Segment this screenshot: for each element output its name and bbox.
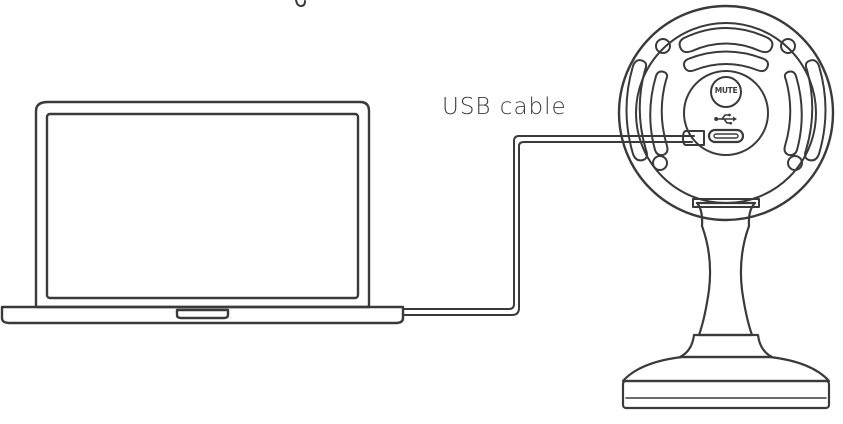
- laptop: [0, 100, 405, 325]
- usb-cable-label: USB cable: [442, 94, 567, 120]
- laptop-lid: [34, 100, 371, 309]
- mute-button[interactable]: [710, 76, 742, 108]
- mic-slot-left-outer: [625, 59, 648, 162]
- mic-slot-right-outer: [804, 59, 827, 162]
- usb-c-port: [707, 128, 745, 144]
- mic-center-panel: [683, 70, 769, 156]
- mic-screw-top-left: [655, 38, 671, 54]
- mic-base: [621, 379, 831, 410]
- mic-collar: [692, 198, 760, 208]
- usb-cable: [402, 130, 705, 316]
- laptop-screen: [45, 112, 360, 300]
- usb-cable-inner: [402, 141, 693, 316]
- top-cropped-mark: [295, 0, 306, 7]
- mic-neck-bottom: [678, 333, 774, 359]
- laptop-notch: [175, 308, 230, 320]
- usb-plug: [682, 130, 705, 146]
- laptop-base: [0, 305, 405, 325]
- mic-screw-top-right: [780, 38, 796, 54]
- usb-icon: [714, 111, 738, 125]
- mic-screw-bottom-left: [652, 155, 668, 171]
- usb-cable-outer: [402, 135, 695, 310]
- mic-head: [617, 4, 835, 222]
- mic-neck: [695, 201, 757, 337]
- usb-c-port-inner: [713, 133, 739, 139]
- mic-slot-top-outer: [678, 27, 774, 54]
- mic-slot-top-inner: [683, 50, 769, 73]
- microphone: [617, 4, 835, 410]
- mic-slot-left-inner: [649, 70, 669, 157]
- mic-base-top: [621, 355, 831, 383]
- mic-screw-bottom-right: [787, 155, 803, 171]
- mic-slot-right-inner: [783, 70, 803, 157]
- mute-button-label: MUTE: [714, 86, 738, 95]
